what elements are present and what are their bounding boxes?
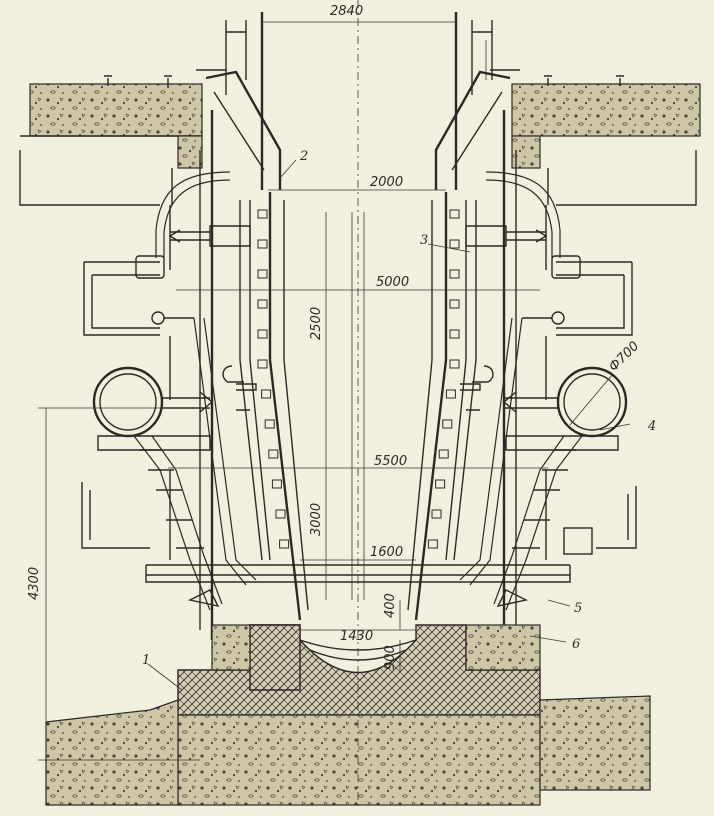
lining-block-left: [268, 449, 279, 459]
dimension-lines: [38, 21, 548, 761]
dim-height-a: 2500: [309, 307, 324, 340]
support-frame-left: [19, 150, 173, 549]
dim-width-mid: 5000: [376, 275, 409, 290]
lining-block-left: [257, 299, 268, 309]
upper-floor-slab-right: [511, 83, 701, 169]
lining-block-left: [279, 539, 290, 549]
ring-main-right: [502, 366, 628, 438]
dim-inner-width: 2000: [370, 175, 403, 190]
inner-elbows: [222, 365, 494, 411]
lining-block-right: [449, 209, 460, 219]
lining-block-right: [445, 389, 456, 399]
lining-block-right: [442, 419, 453, 429]
lining-block-left: [257, 209, 268, 219]
dim-bottom-width: 1430: [340, 629, 373, 644]
dim-total-height: 4300: [27, 567, 42, 600]
rail-markers: [104, 75, 624, 86]
burner-manifold-right: [465, 171, 581, 279]
dim-pipe-diameter: Ф700: [606, 339, 642, 375]
lining-block-left: [271, 479, 282, 489]
label-2: 2: [299, 149, 308, 164]
lining-block-left: [257, 359, 268, 369]
dim-hearth-width: 1600: [370, 545, 403, 560]
lining-block-left: [257, 269, 268, 279]
dim-top-width: 2840: [330, 4, 363, 19]
exhaust-stack: [225, 12, 493, 190]
lining-block-left: [264, 419, 275, 429]
lining-block-right: [438, 449, 449, 459]
label-6: 6: [572, 637, 580, 652]
burner-manifold-left: [135, 171, 251, 279]
tuyere-pipe-right: [493, 435, 593, 611]
dim-height-b: 3000: [309, 503, 324, 536]
lining-block-right: [449, 329, 460, 339]
lining-block-right: [449, 269, 460, 279]
lining-block-left: [257, 239, 268, 249]
dim-small-height-b: 900: [383, 645, 398, 670]
lining-block-left: [275, 509, 286, 519]
label-1: 1: [142, 653, 150, 668]
callouts: [147, 159, 631, 691]
dim-width-lower: 5500: [374, 454, 407, 469]
label-4: 4: [647, 419, 656, 434]
lining-block-right: [431, 509, 442, 519]
label-3: 3: [420, 233, 428, 248]
lining-blocks: [257, 209, 460, 549]
ring-main-left: [92, 366, 214, 438]
lining-block-left: [257, 329, 268, 339]
lining-block-right: [427, 539, 438, 549]
charging-funnel: [196, 69, 520, 190]
support-frame-right: [547, 150, 697, 549]
lining-block-right: [449, 299, 460, 309]
upper-floor-slab-left: [20, 83, 203, 169]
inner-lining: [239, 192, 477, 621]
lining-block-right: [449, 359, 460, 369]
foundation: [45, 624, 651, 806]
hearth-brickwork: [177, 624, 541, 716]
air-ducts: [151, 311, 565, 586]
lining-block-right: [449, 239, 460, 249]
label-5: 5: [574, 601, 582, 616]
tuyere-pipe-left: [133, 435, 223, 611]
lining-block-right: [435, 479, 446, 489]
lining-block-left: [261, 389, 272, 399]
dim-small-height-a: 400: [383, 593, 398, 618]
